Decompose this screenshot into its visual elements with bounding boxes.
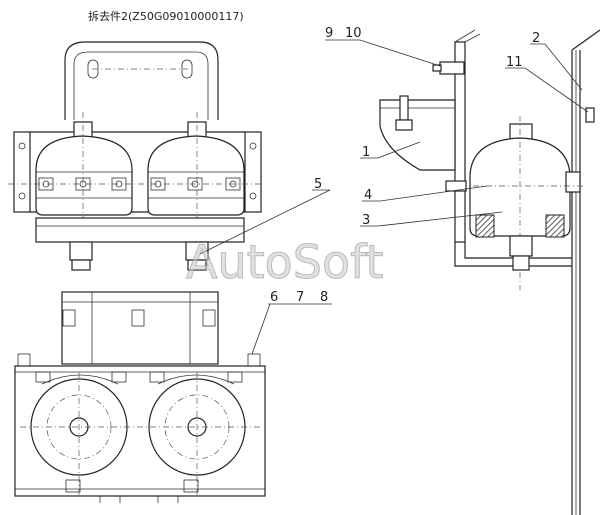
callout-5: 5 (314, 177, 322, 192)
canister-right (147, 135, 245, 216)
drawing-title: 拆去件2(Z50G09010000117) (88, 9, 244, 23)
callout-10: 10 (345, 26, 362, 41)
watermark: AutoSoft (186, 235, 384, 289)
base-plate (35, 217, 245, 243)
callout-labels: 9 10 2 11 1 4 3 5 6 7 8 (270, 26, 540, 305)
side-view (379, 29, 600, 515)
support-arm (379, 99, 456, 171)
callout-3: 3 (362, 213, 370, 228)
canister-left (35, 135, 133, 216)
mounting-bracket (64, 41, 219, 120)
callout-7: 7 (296, 290, 304, 305)
callout-9: 9 (325, 26, 333, 41)
callout-8: 8 (320, 290, 328, 305)
canister-frame (14, 365, 266, 497)
top-bracket (61, 291, 219, 365)
callout-11: 11 (506, 55, 523, 70)
callout-2: 2 (532, 31, 540, 46)
front-view (8, 41, 262, 271)
callout-6: 6 (270, 290, 278, 305)
callout-leaders (199, 39, 589, 355)
top-view (14, 291, 266, 503)
callout-4: 4 (364, 188, 372, 203)
frame-rail (571, 29, 600, 515)
callout-1: 1 (362, 145, 370, 160)
